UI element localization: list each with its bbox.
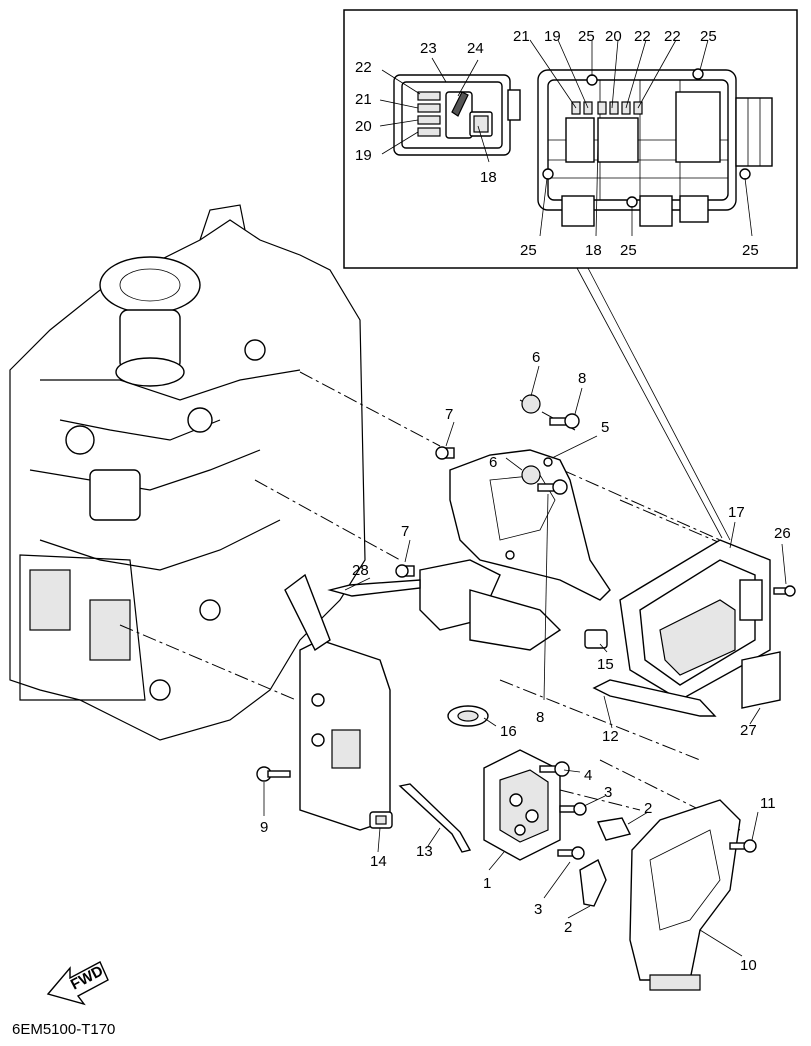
screw-part-4 [539, 761, 570, 777]
diagram-code: 6EM5100-T170 [12, 1021, 115, 1038]
callout-3: 3 [534, 901, 542, 918]
callout-20: 20 [605, 28, 622, 45]
bolt-part-8 [537, 413, 580, 495]
callout-18: 18 [480, 169, 497, 186]
callout-5: 5 [601, 419, 609, 436]
callout-13: 13 [416, 843, 433, 860]
callout-3: 3 [604, 784, 612, 801]
callout-19: 19 [544, 28, 561, 45]
clamp-part-14 [369, 811, 393, 829]
ecu-detail [537, 68, 773, 227]
cable-tie-part-28 [327, 579, 421, 597]
cover-part-10 [629, 799, 741, 991]
callout-21: 21 [355, 91, 372, 108]
callout-25: 25 [742, 242, 759, 259]
callout-25: 25 [700, 28, 717, 45]
callout-22: 22 [634, 28, 651, 45]
detail-inset [343, 9, 798, 541]
clamp-part-16 [447, 705, 489, 727]
callout-22: 22 [355, 59, 372, 76]
callout-14: 14 [370, 853, 387, 870]
grommet-part-6 [521, 394, 541, 485]
callout-2: 2 [564, 919, 572, 936]
callout-1: 1 [483, 875, 491, 892]
callout-4: 4 [584, 767, 592, 784]
relay-box-detail [393, 74, 521, 156]
callout-15: 15 [597, 656, 614, 673]
screw-part-26 [773, 585, 796, 597]
callout-12: 12 [602, 728, 619, 745]
callout-6: 6 [532, 349, 540, 366]
engine-block [9, 204, 366, 741]
callout-27: 27 [740, 722, 757, 739]
ecu-part-17 [619, 539, 771, 701]
callout-21: 21 [513, 28, 530, 45]
screw-part-3 [557, 802, 587, 860]
callout-28: 28 [352, 562, 369, 579]
cable-tie-part-13 [398, 783, 472, 853]
callout-7: 7 [401, 523, 409, 540]
callout-17: 17 [728, 504, 745, 521]
callout-6: 6 [489, 454, 497, 471]
callout-18: 18 [585, 242, 602, 259]
inset-leaders [379, 39, 753, 237]
callout-2: 2 [644, 800, 652, 817]
mounting-plate [284, 559, 562, 831]
callout-20: 20 [355, 118, 372, 135]
callout-11: 11 [760, 795, 776, 812]
clamp-part-15 [584, 629, 608, 649]
callout-23: 23 [420, 40, 437, 57]
label-part-27 [741, 651, 781, 709]
collar-part-7 [395, 446, 455, 578]
callout-26: 26 [774, 525, 791, 542]
callout-leaders [263, 365, 787, 957]
callout-8: 8 [536, 709, 544, 726]
callout-22: 22 [664, 28, 681, 45]
cable-tie-part-12 [592, 679, 717, 717]
callout-19: 19 [355, 147, 372, 164]
screw-part-11 [729, 839, 757, 853]
callout-25: 25 [520, 242, 537, 259]
callout-10: 10 [740, 957, 757, 974]
cap-part-2 [579, 817, 632, 907]
rectifier-part-1 [483, 749, 561, 861]
callout-labels: 23 24 22 21 20 19 18 21 19 25 20 22 22 2… [260, 28, 791, 974]
callout-24: 24 [467, 40, 484, 57]
callout-16: 16 [500, 723, 517, 740]
screw-part-9 [256, 766, 291, 782]
callout-25: 25 [620, 242, 637, 259]
callout-7: 7 [445, 406, 453, 423]
callout-9: 9 [260, 819, 268, 836]
callout-8: 8 [578, 370, 586, 387]
callout-25: 25 [578, 28, 595, 45]
fwd-arrow: FWD [46, 961, 109, 1006]
